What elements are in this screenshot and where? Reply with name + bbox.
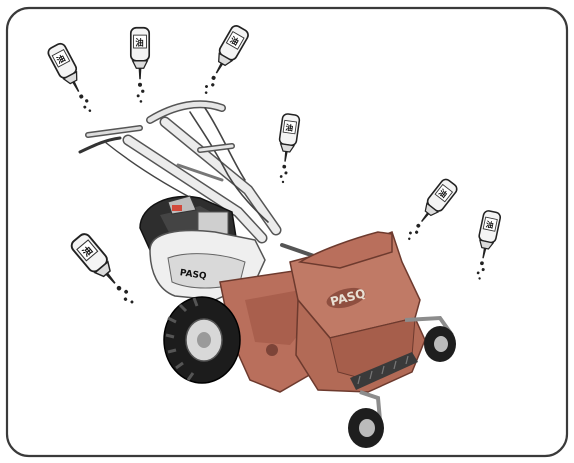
oil-drop	[137, 94, 140, 97]
drive-wheel	[164, 297, 240, 383]
oil-drop	[140, 100, 143, 103]
oil-drop	[138, 83, 142, 87]
oil-can-label: 油	[135, 37, 143, 47]
oil-drop	[141, 90, 144, 93]
